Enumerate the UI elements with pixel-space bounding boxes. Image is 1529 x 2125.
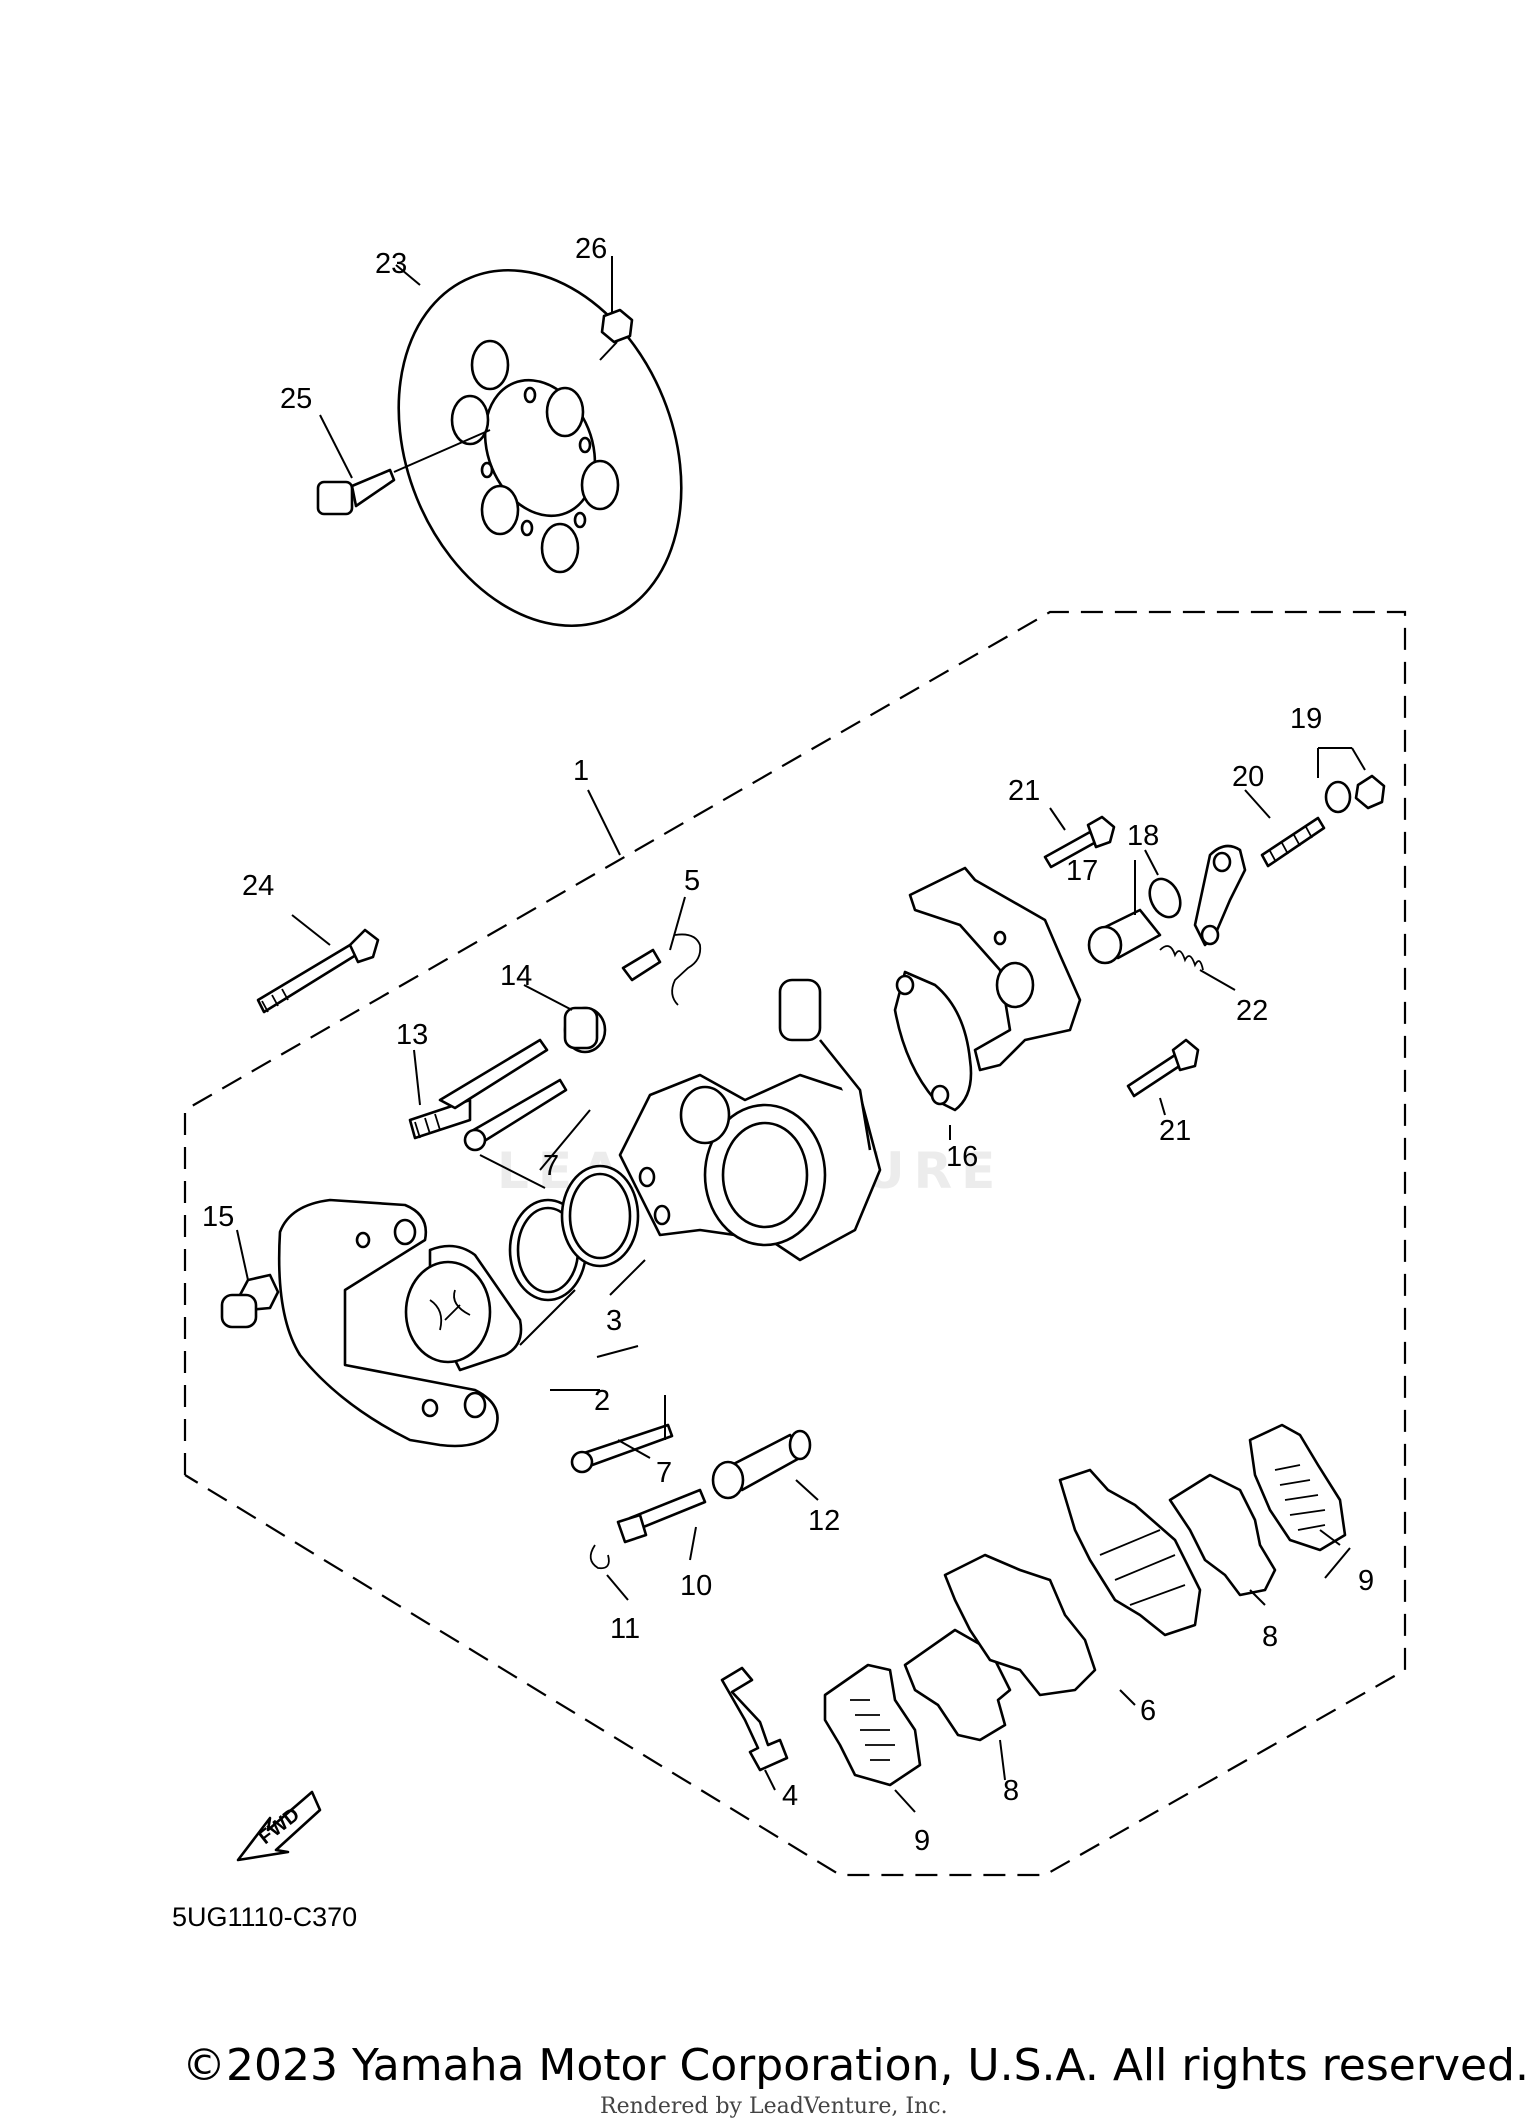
callout-10: 10 (680, 1570, 712, 1602)
copyright-notice: ©2023 Yamaha Motor Corporation, U.S.A. A… (182, 2040, 1529, 2091)
callout-13: 13 (396, 1019, 428, 1051)
callout-22: 22 (1236, 995, 1268, 1027)
caliper-mounting-bolt[interactable] (256, 928, 380, 1014)
parking-brake-lever[interactable] (1193, 844, 1247, 947)
adjusting-bolt[interactable] (1260, 816, 1326, 868)
bleeder-cap[interactable] (563, 1006, 607, 1054)
callout-7a: 7 (543, 1150, 559, 1182)
disc-bolt[interactable] (316, 429, 491, 516)
brake-disc[interactable] (348, 228, 732, 669)
pad-plate[interactable] (943, 1553, 1097, 1697)
support-bolt-upper[interactable] (1043, 815, 1116, 869)
callout-7b: 7 (656, 1457, 672, 1489)
leader-lines (236, 256, 1366, 1813)
callout-17: 17 (1066, 855, 1098, 887)
callout-24: 24 (242, 870, 274, 902)
callout-26: 26 (575, 233, 607, 265)
brake-pad-body[interactable] (1058, 1468, 1202, 1637)
callout-5: 5 (684, 865, 700, 897)
piston[interactable] (404, 1244, 523, 1372)
bleed-screw[interactable] (408, 1038, 549, 1140)
brake-pad-upper[interactable] (1248, 1423, 1347, 1552)
support-bracket[interactable] (908, 866, 1082, 1072)
pad-spring-clip[interactable] (621, 933, 702, 1006)
disc-nut[interactable] (599, 308, 634, 361)
caliper-bracket[interactable] (277, 1198, 499, 1448)
slide-pin-bolt[interactable] (616, 1488, 707, 1544)
pin-sleeve[interactable] (711, 1429, 812, 1500)
callout-21a: 21 (1008, 775, 1040, 807)
circlip[interactable] (589, 1544, 610, 1570)
renderer-credit: Rendered by LeadVenture, Inc. (600, 2094, 948, 2119)
callout-20: 20 (1232, 761, 1264, 793)
pad-spring[interactable] (720, 1666, 789, 1772)
caliper-gasket[interactable] (893, 970, 973, 1112)
callout-16: 16 (946, 1141, 978, 1173)
callout-4: 4 (782, 1780, 798, 1812)
callout-8a: 8 (1003, 1775, 1019, 1807)
callout-2: 2 (594, 1385, 610, 1417)
pad-shim-upper[interactable] (1168, 1473, 1277, 1597)
fwd-arrow-icon: FWD (236, 1790, 322, 1862)
pad-pin-lower[interactable] (570, 1423, 674, 1474)
callout-numbers: 1 2 3 4 5 6 7 7 8 8 9 9 10 11 12 13 14 1… (202, 233, 1374, 1857)
support-bolt-lower[interactable] (1126, 1038, 1200, 1098)
bracket-bolt[interactable] (220, 1273, 280, 1329)
callout-3: 3 (606, 1305, 622, 1337)
o-ring[interactable] (1144, 874, 1186, 922)
return-spring[interactable] (1159, 945, 1204, 971)
diagram-code: 5UG1110-C370 (172, 1902, 358, 1932)
caliper-body[interactable] (618, 978, 882, 1262)
washer-and-nut[interactable] (1324, 774, 1386, 814)
callout-12: 12 (808, 1505, 840, 1537)
callout-6: 6 (1140, 1695, 1156, 1727)
adjusting-cylinder[interactable] (1087, 908, 1162, 965)
callout-18: 18 (1127, 820, 1159, 852)
callout-15: 15 (202, 1201, 234, 1233)
dust-seal[interactable] (560, 1164, 640, 1268)
callout-1: 1 (573, 755, 589, 787)
callout-8b: 8 (1262, 1621, 1278, 1653)
assembly-boundary (183, 610, 1407, 1877)
callout-9a: 9 (914, 1825, 930, 1857)
callout-23: 23 (375, 248, 407, 280)
callout-9b: 9 (1358, 1565, 1374, 1597)
callout-21b: 21 (1159, 1115, 1191, 1147)
brake-pad-lower[interactable] (823, 1663, 922, 1787)
pad-pin-upper[interactable] (463, 1078, 568, 1152)
callout-19: 19 (1290, 703, 1322, 735)
callout-25: 25 (280, 383, 312, 415)
callout-14: 14 (500, 960, 532, 992)
callout-11: 11 (610, 1613, 640, 1645)
